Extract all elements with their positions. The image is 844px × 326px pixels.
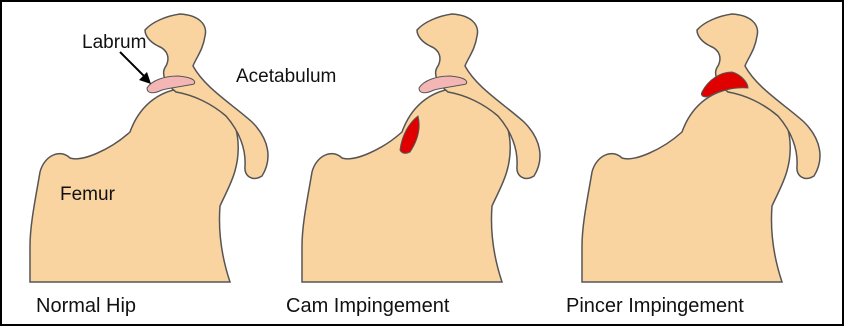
labrum-label: Labrum — [82, 32, 146, 53]
normal-hip-panel: Labrum Acetabulum Femur Normal Hip — [30, 14, 336, 317]
cam-impingement-caption: Cam Impingement — [286, 295, 450, 317]
cam-impingement-panel: Cam Impingement — [286, 14, 540, 317]
femur-label: Femur — [60, 184, 116, 205]
normal-hip-caption: Normal Hip — [36, 295, 136, 317]
femur-bone — [302, 88, 510, 282]
pincer-impingement-caption: Pincer Impingement — [566, 295, 744, 317]
femur-bone — [582, 88, 790, 282]
pincer-impingement-panel: Pincer Impingement — [566, 14, 820, 317]
acetabulum-label: Acetabulum — [236, 66, 336, 87]
